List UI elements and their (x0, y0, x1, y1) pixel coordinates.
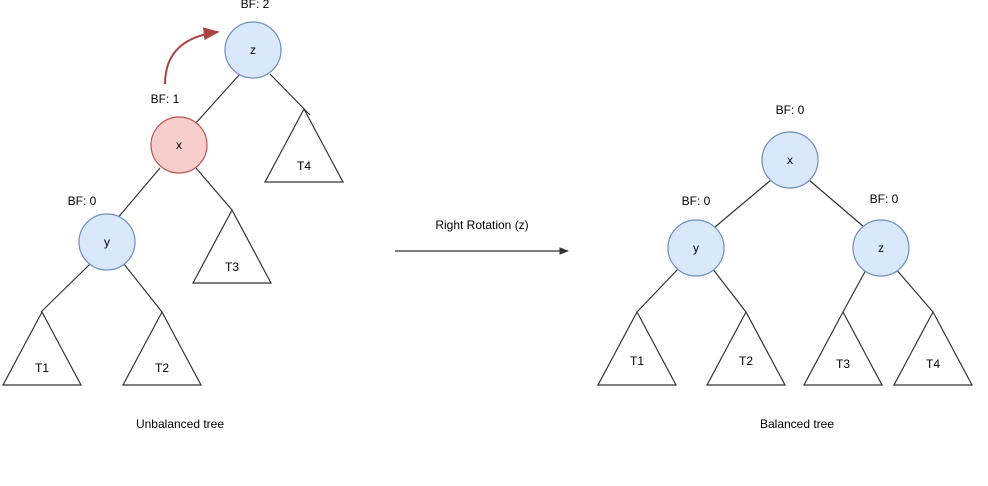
subtree-t4-label: T4 (297, 159, 311, 173)
subtree-t4: T4 (263, 107, 345, 183)
unbalanced-tree: T4 T3 T1 T2 z BF: 2 x BF: 1 y (1, 0, 345, 431)
node-x-balanced-bf: BF: 0 (776, 103, 805, 117)
subtree-t3-label: T3 (225, 260, 239, 274)
edge-x-z-balanced (808, 179, 865, 228)
subtree-t2-label: T2 (155, 361, 169, 375)
subtree-t3: T3 (191, 208, 273, 284)
node-y-balanced: y BF: 0 (667, 194, 725, 277)
node-z-label: z (250, 43, 256, 57)
node-x-bf: BF: 1 (151, 92, 180, 106)
node-x-balanced: x BF: 0 (761, 103, 819, 189)
node-z-balanced-label: z (878, 241, 884, 255)
subtree-t4-balanced: T4 (892, 310, 974, 386)
edge-x-t3 (195, 167, 233, 211)
node-y-label: y (104, 235, 110, 249)
balanced-tree: T1 T2 T3 T4 x BF: 0 y BF: 0 z BF: 0 (596, 103, 974, 431)
subtree-t1-balanced-label: T1 (630, 354, 644, 368)
subtree-t2-balanced-label: T2 (739, 354, 753, 368)
node-z: z BF: 2 (224, 0, 282, 79)
edge-z-x (194, 73, 241, 125)
rotation-operation: Right Rotation (z) (395, 218, 569, 255)
balanced-caption: Balanced tree (760, 417, 834, 431)
edge-y-t1 (40, 263, 91, 313)
subtree-t2-balanced: T2 (705, 310, 787, 386)
subtree-t1-balanced: T1 (596, 310, 678, 386)
unbalanced-caption: Unbalanced tree (136, 417, 224, 431)
subtree-t4-balanced-label: T4 (926, 357, 940, 371)
edge-y-t2-balanced (711, 267, 747, 313)
rotation-arrow (164, 27, 220, 85)
edge-z-t4-balanced (894, 267, 934, 313)
node-z-bf: BF: 2 (241, 0, 270, 11)
edge-y-t1-balanced (636, 267, 680, 313)
node-y: y BF: 0 (68, 194, 136, 271)
edge-y-t2 (123, 263, 163, 313)
node-x: x BF: 1 (150, 92, 208, 174)
edge-x-y-balanced (714, 179, 772, 228)
node-z-balanced: z BF: 0 (852, 192, 910, 277)
subtree-t3-balanced: T3 (802, 310, 884, 386)
subtree-t3-balanced-label: T3 (836, 357, 850, 371)
node-x-balanced-label: x (787, 153, 793, 167)
subtree-t2: T2 (121, 310, 203, 386)
node-y-balanced-bf: BF: 0 (682, 194, 711, 208)
node-x-label: x (176, 138, 182, 152)
edge-z-t3-balanced (842, 267, 868, 313)
edge-z-t4 (269, 73, 311, 116)
node-y-bf: BF: 0 (68, 194, 97, 208)
edge-x-y (115, 167, 161, 221)
subtree-t1-label: T1 (35, 361, 49, 375)
node-y-balanced-label: y (693, 241, 699, 255)
subtree-t1: T1 (1, 310, 83, 386)
node-z-balanced-bf: BF: 0 (870, 192, 899, 206)
operation-label: Right Rotation (z) (435, 218, 528, 232)
